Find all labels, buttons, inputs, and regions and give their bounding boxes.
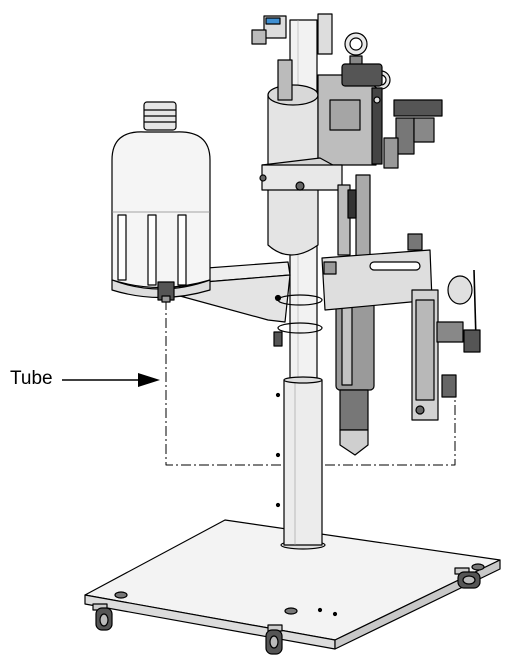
lower-pump [335, 174, 375, 456]
top-bracket [251, 13, 333, 55]
caster-wheel-front-right [454, 567, 481, 589]
mounting-arm [321, 233, 433, 311]
tube-callout-arrow [62, 373, 160, 387]
dispense-valve [411, 269, 481, 421]
tube-callout-label: Tube [10, 368, 53, 389]
reservoir-bottle [111, 101, 211, 303]
pump-motor [267, 59, 377, 256]
caster-wheel-rear [265, 624, 283, 655]
caster-wheel-front-left [92, 603, 113, 631]
column-clamp [259, 157, 343, 191]
air-controls [341, 63, 443, 169]
